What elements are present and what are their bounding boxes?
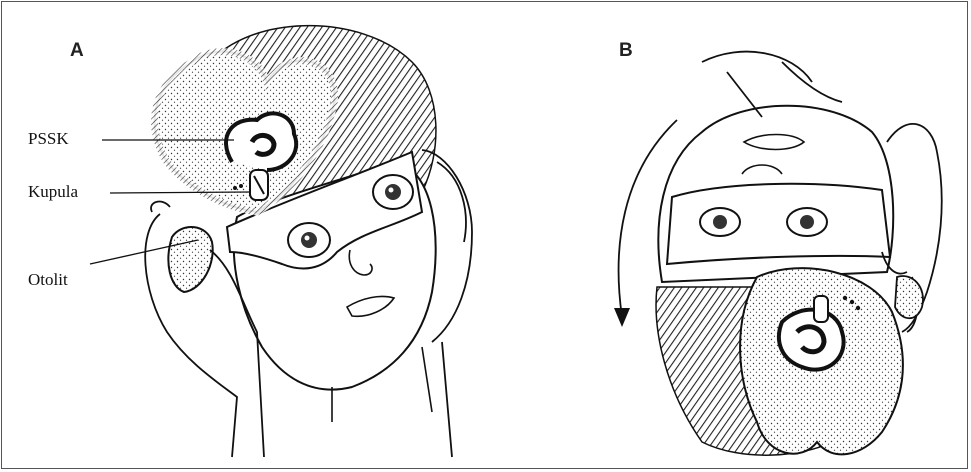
eye-left-b: [700, 208, 740, 236]
ear-b: [895, 276, 923, 318]
ear-a: [168, 227, 212, 292]
eye-right-a: [373, 175, 413, 209]
panel-label-a: A: [70, 40, 84, 62]
eye-right-b: [787, 208, 827, 236]
callout-kupula: Kupula: [28, 182, 78, 202]
eye-left-a: [288, 223, 330, 257]
panel-b-drawing: [614, 52, 942, 456]
callout-pssk: PSSK: [28, 129, 69, 149]
callout-otolit: Otolit: [28, 270, 68, 290]
panel-a-drawing: [90, 26, 472, 457]
panel-label-b: B: [619, 40, 633, 62]
